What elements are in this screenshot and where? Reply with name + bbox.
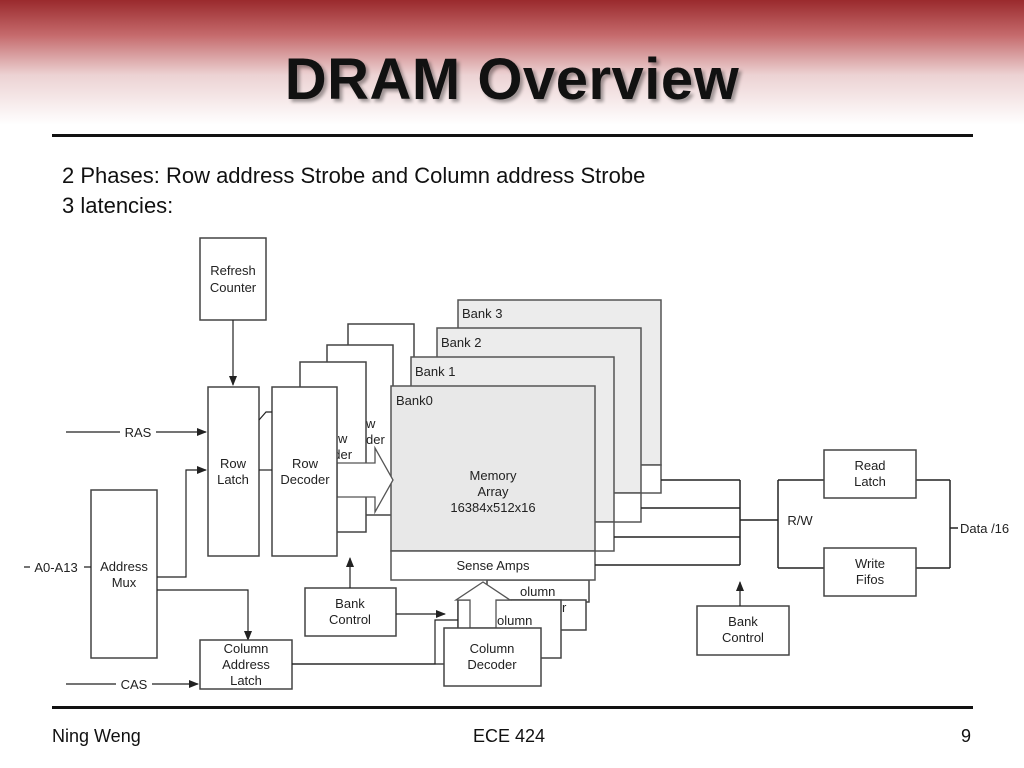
bank-3-label: Bank 3 — [462, 306, 502, 321]
column-decoder-block: Column Decoder — [443, 627, 542, 687]
row-decoder-block: Row Decoder — [271, 386, 338, 557]
mux-to-col-latch-line — [157, 589, 252, 641]
address-label: A0-A13 — [34, 560, 77, 575]
column-decoder-label-1: Column — [470, 641, 515, 656]
col-decoder-back-text-3: olumn — [497, 613, 532, 628]
mux-to-row-latch-line — [157, 466, 207, 578]
row-decoder-to-array-arrow — [336, 445, 394, 515]
col-decoder-back-text-1: olumn — [520, 584, 555, 599]
bank-control-right-label-2: Control — [722, 630, 764, 645]
rw-bracket — [777, 479, 951, 569]
column-decoder-label-2: Decoder — [467, 657, 517, 672]
bank-0-label: Bank0 — [396, 393, 433, 408]
sense-amps-label: Sense Amps — [457, 558, 530, 573]
read-latch-label-1: Read — [854, 458, 885, 473]
slide-title: DRAM Overview — [284, 47, 740, 112]
col-decoder-back-text-2: r — [562, 600, 567, 615]
bank-2-label: Bank 2 — [441, 335, 481, 350]
read-latch-label-2: Latch — [854, 474, 886, 489]
row-latch-label-1: Row — [220, 456, 247, 471]
data-bus-lines — [595, 479, 778, 566]
refresh-counter-label-2: Counter — [210, 280, 257, 295]
row-decoder-back-text-1: w — [365, 416, 376, 431]
memory-array-label-3: 16384x512x16 — [450, 500, 535, 515]
bank-control-right-block: Bank Control — [696, 605, 790, 656]
footer-course: ECE 424 — [473, 726, 546, 746]
bank-1-label: Bank 1 — [415, 364, 455, 379]
row-latch-block: Row Latch — [207, 386, 260, 557]
bank-control-right-label-1: Bank — [728, 614, 758, 629]
col-decoder-to-sense-arrow — [453, 581, 513, 629]
bank-control-left-block: Bank Control — [304, 587, 397, 637]
row-latch-label-2: Latch — [217, 472, 249, 487]
header-background — [0, 0, 1024, 140]
sense-amps-block: Sense Amps — [390, 550, 596, 581]
write-fifos-label-2: Fifos — [856, 572, 885, 587]
bank-0: Bank0 Memory Array 16384x512x16 — [390, 385, 596, 552]
address-mux-block: Address Mux — [90, 489, 158, 659]
refresh-counter-label-1: Refresh — [210, 263, 256, 278]
write-fifos-label-1: Write — [855, 556, 885, 571]
memory-array-label-2: Array — [477, 484, 509, 499]
footer-author: Ning Weng — [52, 726, 141, 746]
memory-array-label-1: Memory — [470, 468, 517, 483]
bullet-latencies: 3 latencies: — [62, 193, 174, 218]
address-mux-label-2: Mux — [112, 575, 137, 590]
rw-label: R/W — [787, 513, 813, 528]
ras-label: RAS — [125, 425, 152, 440]
cas-label: CAS — [121, 677, 148, 692]
write-fifos-block: Write Fifos — [823, 547, 917, 597]
data-label: Data /16 — [960, 521, 1009, 536]
read-latch-block: Read Latch — [823, 449, 917, 499]
column-address-latch-block: Column Address Latch — [199, 639, 293, 690]
footer-page-number: 9 — [961, 726, 972, 746]
bottom-divider — [52, 706, 973, 709]
row-decoder-label-1: Row — [292, 456, 319, 471]
bank-control-left-label-1: Bank — [335, 596, 365, 611]
col-addr-latch-label-3: Latch — [230, 673, 262, 688]
bank-control-left-label-2: Control — [329, 612, 371, 627]
col-addr-latch-label-1: Column — [224, 641, 269, 656]
refresh-counter-block: Refresh Counter — [199, 237, 267, 321]
row-decoder-back-text-3: w — [337, 431, 348, 446]
top-divider — [52, 134, 973, 137]
row-decoder-back-text-2: der — [366, 432, 385, 447]
col-addr-latch-label-2: Address — [222, 657, 270, 672]
bullet-phases: 2 Phases: Row address Strobe and Column … — [62, 163, 646, 188]
row-decoder-label-2: Decoder — [280, 472, 330, 487]
address-mux-label-1: Address — [100, 559, 148, 574]
